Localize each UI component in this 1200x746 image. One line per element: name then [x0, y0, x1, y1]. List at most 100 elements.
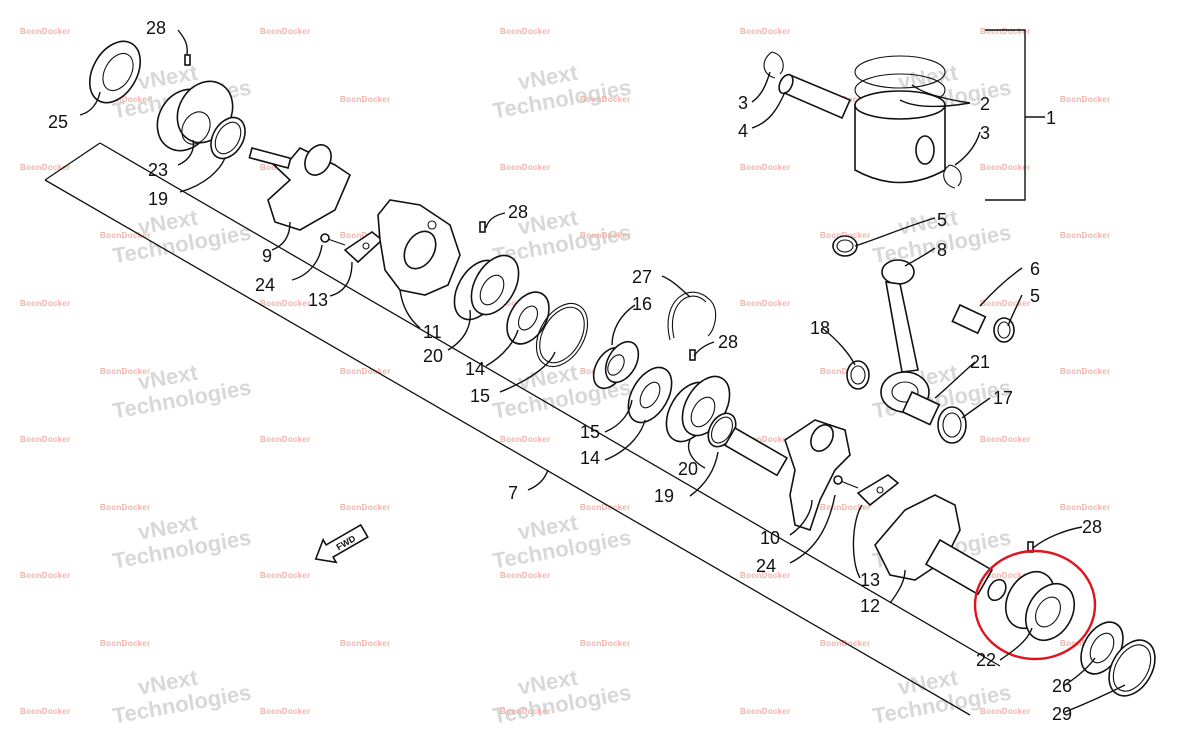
brand-watermark: BoonDocker — [740, 27, 791, 36]
piston-1[interactable] — [854, 90, 946, 184]
ring-29[interactable] — [1100, 632, 1165, 704]
brand-watermark: BoonDocker — [340, 367, 391, 376]
part-labels: 28 25 23 19 9 24 13 11 20 14 15 28 27 16… — [48, 18, 1102, 724]
brand-watermark: BoonDocker — [20, 435, 71, 444]
brand-watermark: BoonDocker — [740, 707, 791, 716]
brand-watermark: BoonDocker — [260, 707, 311, 716]
brand-watermark: BoonDocker — [820, 367, 871, 376]
brand-watermark: BoonDocker — [20, 707, 71, 716]
pin-28-mid[interactable] — [479, 221, 486, 233]
brand-watermark: BoonDocker — [100, 231, 151, 240]
brand-watermark: BoonDocker — [100, 639, 151, 648]
labyrinth-seal-16[interactable] — [587, 336, 645, 394]
brand-watermark: BoonDocker — [580, 503, 631, 512]
label-24: 24 — [255, 275, 275, 295]
fwd-arrow-icon: FWD — [314, 523, 369, 564]
piston-pin-4[interactable] — [776, 72, 852, 120]
seal-25[interactable] — [79, 32, 150, 111]
needle-bearing-21[interactable] — [901, 390, 941, 426]
label-23: 23 — [148, 160, 168, 180]
brand-watermark: BoonDocker — [500, 707, 551, 716]
brand-watermark: BoonDocker — [340, 231, 391, 240]
crank-web-12[interactable] — [874, 494, 1009, 604]
label-22: 22 — [976, 650, 996, 670]
crank-half-9[interactable] — [248, 140, 351, 231]
circlip-3-side[interactable] — [943, 164, 962, 189]
circlip-3-top[interactable] — [763, 51, 784, 79]
washer-18[interactable] — [846, 360, 870, 390]
screw-24-left[interactable] — [320, 233, 346, 246]
brand-watermark: BoonDocker — [980, 27, 1031, 36]
label-2: 2 — [980, 94, 990, 114]
label-9: 9 — [262, 246, 272, 266]
label-6: 6 — [1030, 259, 1040, 279]
brand-watermark: BoonDocker — [20, 571, 71, 580]
brand-watermark: BoonDocker — [260, 27, 311, 36]
brand-watermark: BoonDocker — [1060, 503, 1111, 512]
label-19: 19 — [654, 486, 674, 506]
label-13: 13 — [308, 290, 328, 310]
brand-watermark: BoonDocker — [980, 571, 1031, 580]
label-15: 15 — [470, 386, 490, 406]
label-20: 20 — [423, 346, 443, 366]
needle-bearing-6[interactable] — [951, 303, 987, 335]
label-15: 15 — [580, 422, 600, 442]
label-26: 26 — [1052, 676, 1072, 696]
piston-bracket-1 — [985, 29, 1026, 201]
label-19: 19 — [148, 189, 168, 209]
washer-5-top[interactable] — [832, 235, 858, 257]
label-3: 3 — [738, 93, 748, 113]
brand-watermark: BoonDocker — [740, 299, 791, 308]
brand-watermark: BoonDocker — [20, 163, 71, 172]
label-21: 21 — [970, 352, 990, 372]
brand-watermark: BoonDocker — [260, 299, 311, 308]
brand-watermark: BoonDocker — [980, 299, 1031, 308]
circlip-27[interactable] — [667, 291, 717, 341]
label-4: 4 — [738, 121, 748, 141]
bearing-22[interactable] — [996, 563, 1084, 649]
crank-half-10[interactable] — [723, 419, 851, 532]
crank-web-11[interactable] — [377, 199, 461, 296]
label-16: 16 — [632, 294, 652, 314]
assembly-outline — [44, 142, 1001, 716]
screw-24-right[interactable] — [833, 475, 859, 489]
brand-watermark: BoonDocker — [740, 435, 791, 444]
brand-watermark: BoonDocker — [100, 503, 151, 512]
ring-19-left[interactable] — [204, 111, 252, 164]
washer-14-right[interactable] — [619, 360, 680, 430]
label-8: 8 — [937, 240, 947, 260]
label-14: 14 — [465, 359, 485, 379]
ring-15-left[interactable] — [526, 295, 598, 376]
label-20: 20 — [678, 459, 698, 479]
connecting-rod-8[interactable] — [880, 259, 930, 413]
pin-28-left[interactable] — [184, 54, 191, 66]
watermark-text: vNextTechnologies — [107, 351, 254, 424]
washer-17[interactable] — [937, 406, 967, 444]
brand-watermark: BoonDocker — [820, 503, 871, 512]
brand-watermark: BoonDocker — [260, 435, 311, 444]
brand-watermark: BoonDocker — [100, 367, 151, 376]
brand-watermark: BoonDocker — [500, 571, 551, 580]
brand-watermark: BoonDocker — [580, 95, 631, 104]
label-1: 1 — [1046, 108, 1056, 128]
label-13: 13 — [860, 570, 880, 590]
label-25: 25 — [48, 112, 68, 132]
brand-watermark: BoonDocker — [740, 571, 791, 580]
label-10: 10 — [760, 528, 780, 548]
label-17: 17 — [993, 388, 1013, 408]
label-29: 29 — [1052, 704, 1072, 724]
watermark-text: vNextTechnologies — [487, 656, 634, 729]
plate-13-right[interactable] — [856, 474, 900, 507]
leader-lines — [79, 29, 1126, 713]
brand-watermark: BoonDocker — [580, 231, 631, 240]
brand-watermark: BoonDocker — [1060, 367, 1111, 376]
bearing-20-left[interactable] — [445, 247, 529, 327]
brand-watermark: BoonDocker — [500, 435, 551, 444]
brand-watermark: BoonDocker — [1060, 95, 1111, 104]
label-7: 7 — [508, 483, 518, 503]
label-3: 3 — [980, 123, 990, 143]
label-28: 28 — [146, 18, 166, 38]
washer-5-side[interactable] — [993, 317, 1015, 343]
brand-watermark: BoonDocker — [1060, 231, 1111, 240]
highlight-circle — [973, 549, 1097, 661]
